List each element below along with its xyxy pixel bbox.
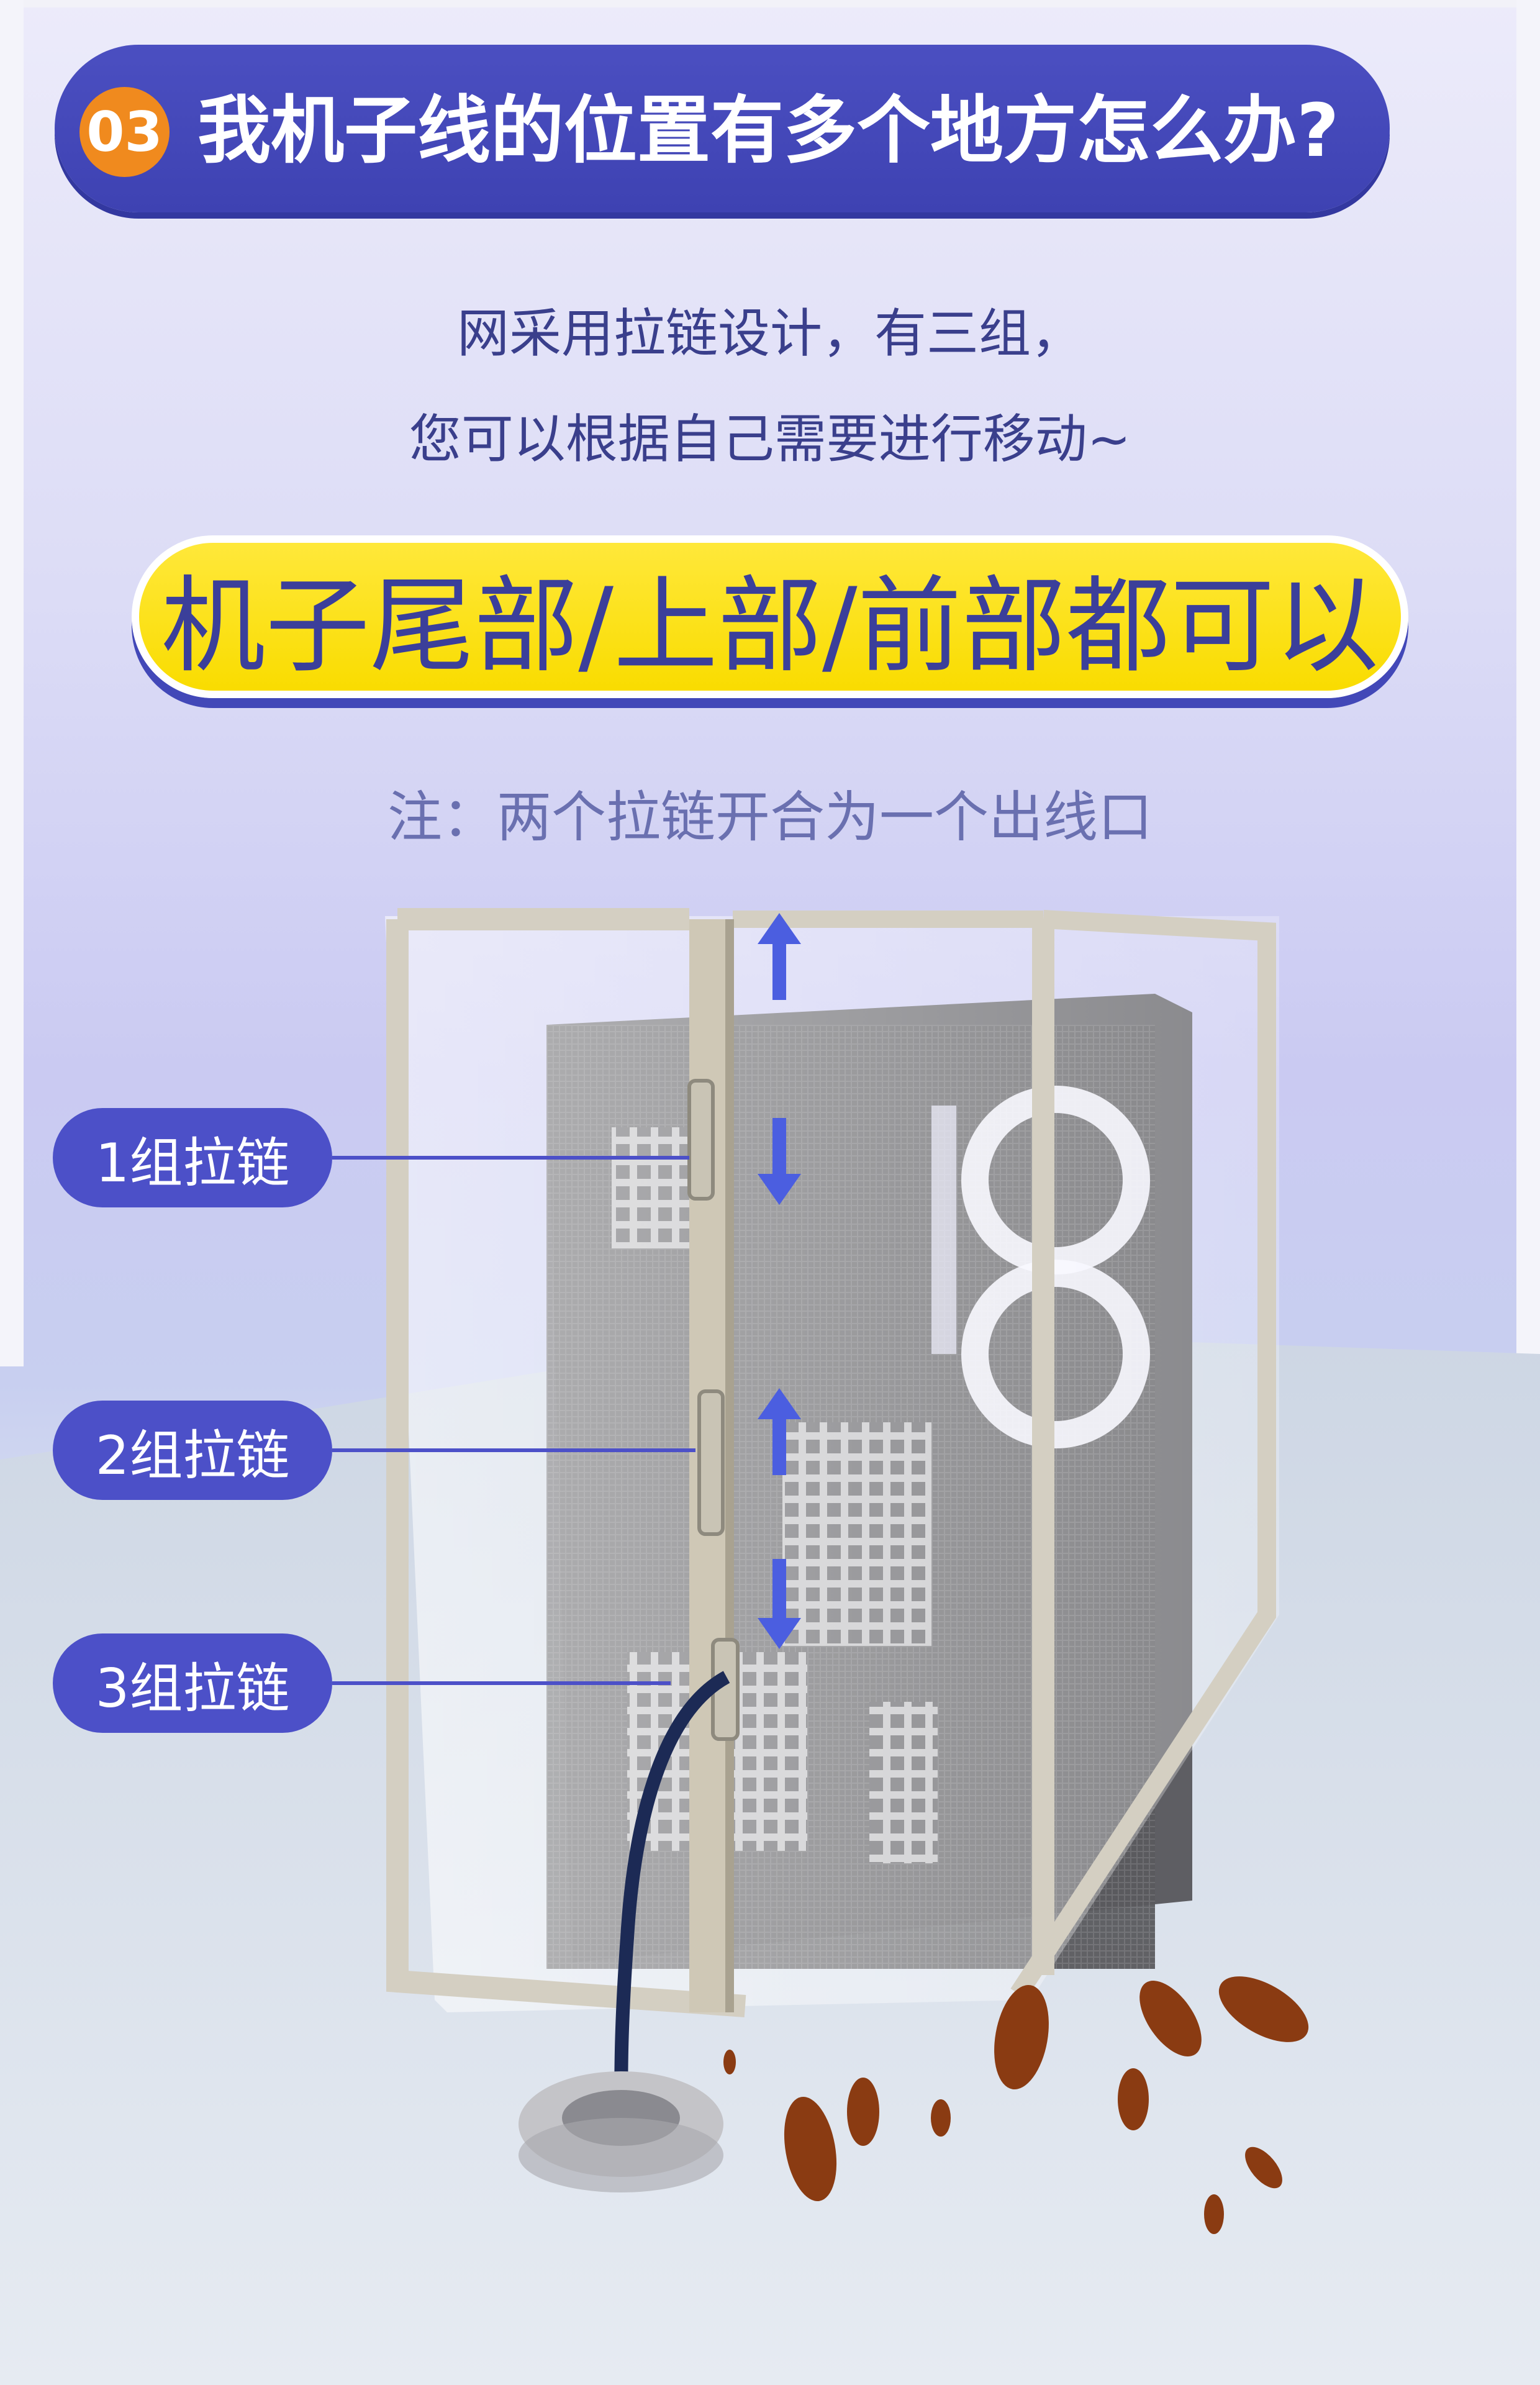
side-margin-left [0, 0, 24, 1366]
zipper-label-2: 2组拉链 [53, 1401, 332, 1500]
label-connectors [332, 1156, 695, 1685]
zipper-label-3: 3组拉链 [53, 1633, 332, 1733]
side-margin-right [1516, 0, 1540, 1366]
cockroaches [723, 1976, 1309, 2234]
step-badge: 03 [79, 87, 170, 177]
header-title: 我机子线的位置有多个地方怎么办? [197, 88, 1339, 173]
highlight-banner: 机子尾部/上部/前部都可以 [132, 535, 1408, 698]
description-line-1: 网采用拉链设计，有三组， [456, 303, 1083, 364]
note-text: 注：两个拉链开合为一个出线口 [387, 785, 1153, 849]
zipper-arrows [758, 913, 801, 1649]
header-banner [55, 45, 1390, 212]
top-band [0, 0, 1540, 7]
cable-grommet [519, 2071, 723, 2192]
mesh-enclosure [385, 908, 1279, 2017]
description-line-2: 您可以根据自己需要进行移动~ [409, 409, 1131, 470]
cable [614, 1671, 730, 2131]
zipper-label-1: 1组拉链 [53, 1108, 332, 1207]
